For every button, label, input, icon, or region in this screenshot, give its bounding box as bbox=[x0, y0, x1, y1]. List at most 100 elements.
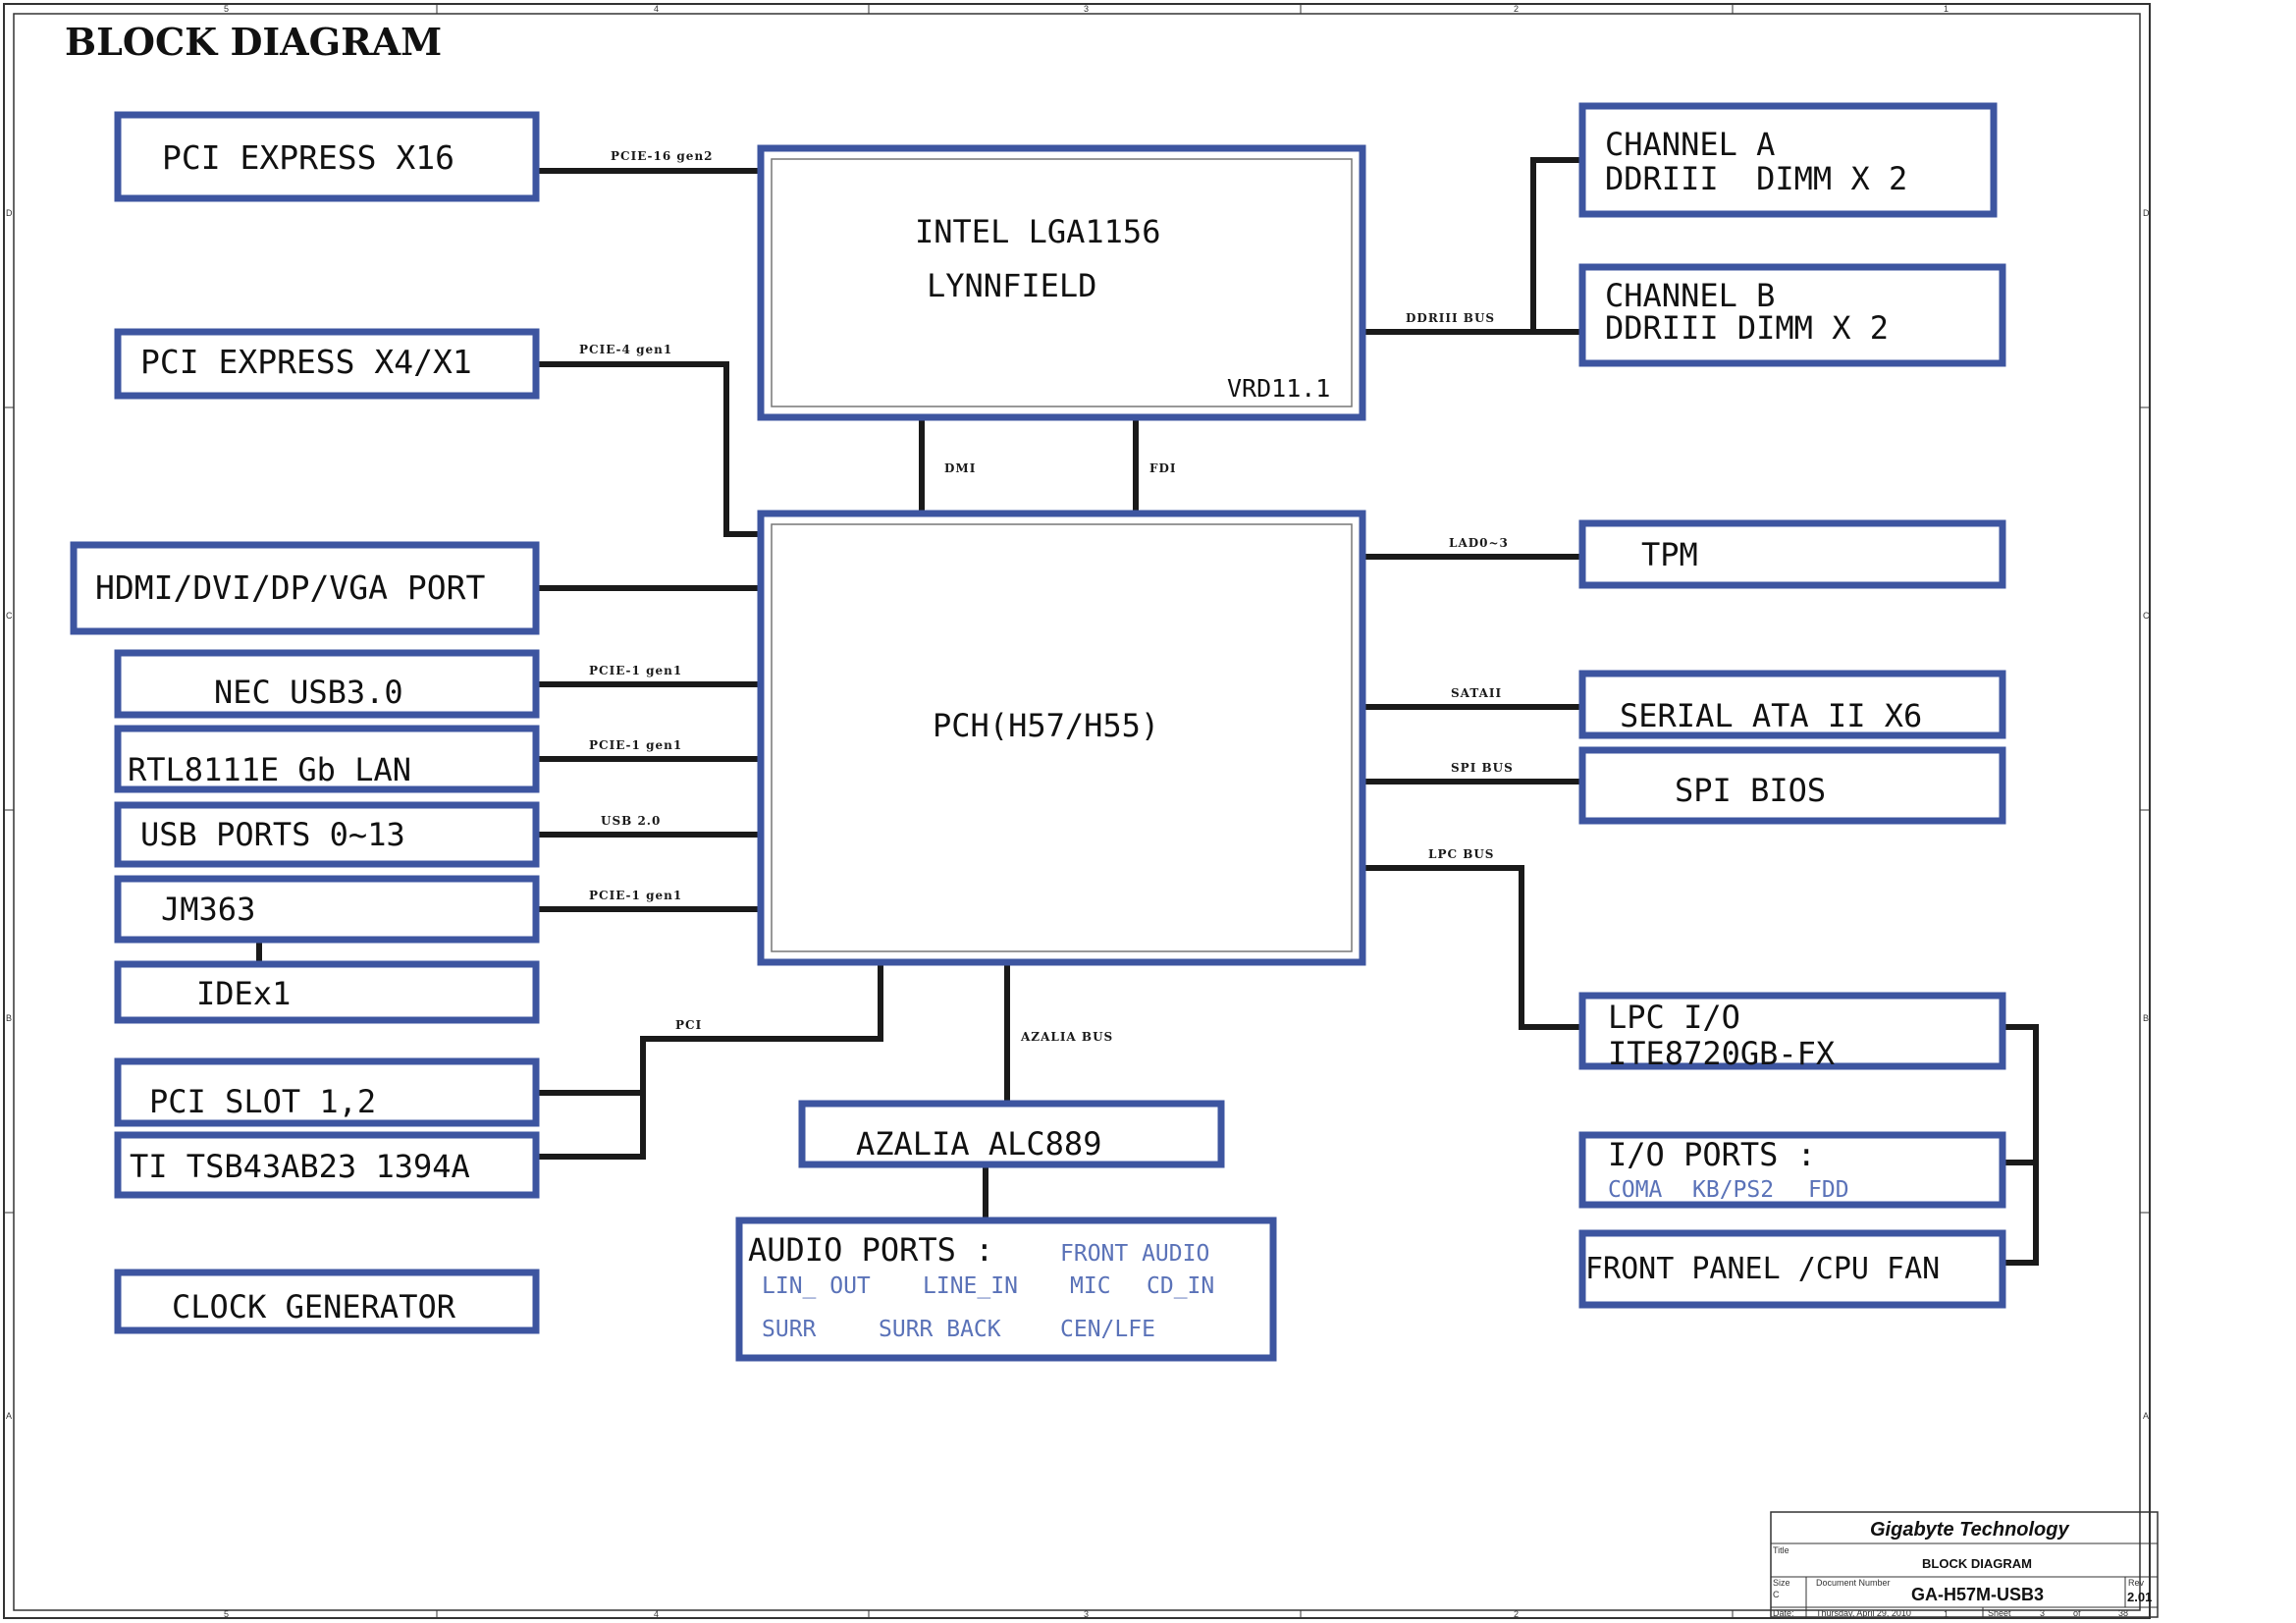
tb-rev: 2.01 bbox=[2127, 1590, 2152, 1604]
cpu-vrd-label: VRD11.1 bbox=[1227, 374, 1330, 403]
tb-doc: GA-H57M-USB3 bbox=[1911, 1585, 2044, 1604]
row-label: C bbox=[6, 611, 13, 621]
pcie4-label: PCI EXPRESS X4/X1 bbox=[140, 343, 472, 381]
clock-gen-label: CLOCK GENERATOR bbox=[172, 1288, 456, 1325]
io-ports-label: I/O PORTS : bbox=[1608, 1136, 1816, 1173]
lpc-io-box bbox=[1578, 992, 2006, 1070]
bus-label-usb: USB 2.0 bbox=[601, 814, 661, 828]
bus-label-fdi: FDI bbox=[1149, 461, 1177, 475]
col-label: 2 bbox=[1514, 4, 1519, 14]
col-label: 1 bbox=[1944, 1609, 1949, 1619]
bus-label-azalia: AZALIA BUS bbox=[1020, 1030, 1113, 1044]
pcie16-box bbox=[114, 111, 540, 202]
hdmi-box bbox=[70, 541, 540, 635]
audio-ports-label: AUDIO PORTS : bbox=[748, 1231, 993, 1269]
title-block-frame bbox=[1770, 1511, 2159, 1618]
row-label: D bbox=[6, 208, 13, 218]
cpu-inner-box bbox=[771, 158, 1353, 407]
row-label: D bbox=[2143, 208, 2150, 218]
bus-label-rtl: PCIE-1 gen1 bbox=[589, 738, 682, 752]
tb-sheet-label: Sheet bbox=[1988, 1608, 2011, 1618]
wire-lpc bbox=[1362, 865, 1582, 1030]
col-label: 2 bbox=[1514, 1609, 1519, 1619]
wire-ddr-a bbox=[1530, 157, 1582, 335]
azalia-label: AZALIA ALC889 bbox=[856, 1125, 1101, 1163]
usb-ports-label: USB PORTS 0~13 bbox=[140, 816, 405, 853]
tb-rev-label: Rev bbox=[2128, 1578, 2145, 1588]
col-label: 4 bbox=[654, 1609, 659, 1619]
row-label: A bbox=[6, 1411, 12, 1421]
wires bbox=[256, 157, 2039, 1266]
channel-b-box bbox=[1578, 263, 2006, 367]
audio-ports-box bbox=[735, 1217, 1277, 1362]
hdmi-label: HDMI/DVI/DP/VGA PORT bbox=[95, 568, 485, 607]
tb-title: BLOCK DIAGRAM bbox=[1922, 1556, 2032, 1571]
clock-gen-box bbox=[114, 1269, 540, 1334]
inner-frame bbox=[13, 13, 2141, 1611]
tb-company: Gigabyte Technology bbox=[1870, 1519, 2069, 1541]
col-label: 1 bbox=[1944, 4, 1949, 14]
jm363-label: JM363 bbox=[161, 891, 255, 928]
tb-size-label: Size bbox=[1773, 1578, 1790, 1588]
right-blocks: CHANNEL A DDRIII DIMM X 2 CHANNEL B DDRI… bbox=[1578, 102, 2006, 1309]
row-label: A bbox=[2143, 1411, 2149, 1421]
lpc-io-line2: ITE8720GB-FX bbox=[1608, 1035, 1835, 1072]
nec-usb3-box bbox=[114, 649, 540, 719]
channel-b-line2: DDRIII DIMM X 2 bbox=[1605, 309, 1889, 347]
row-label: C bbox=[2143, 611, 2150, 621]
audio-lin-out-label: LIN_ OUT bbox=[762, 1273, 871, 1299]
page-title: BLOCK DIAGRAM bbox=[65, 20, 442, 64]
col-label: 5 bbox=[224, 1609, 229, 1619]
bus-label-lad: LAD0~3 bbox=[1449, 536, 1509, 550]
channel-a-line2: DDRIII DIMM X 2 bbox=[1605, 160, 1907, 197]
io-fdd-label: FDD bbox=[1808, 1177, 1849, 1203]
lpc-io-line1: LPC I/O bbox=[1608, 999, 1740, 1036]
audio-front-label: FRONT AUDIO bbox=[1060, 1241, 1209, 1267]
bus-label-spi: SPI BUS bbox=[1451, 761, 1514, 775]
ide-box bbox=[114, 960, 540, 1024]
audio-cen-lfe-label: CEN/LFE bbox=[1060, 1317, 1155, 1342]
lan-box bbox=[114, 725, 540, 793]
row-label: B bbox=[2143, 1013, 2149, 1023]
tb-date: Thursday, April 29, 2010 bbox=[1816, 1608, 1911, 1618]
tb-title-label: Title bbox=[1773, 1545, 1789, 1555]
channel-b-line1: CHANNEL B bbox=[1605, 277, 1775, 314]
io-kb-label: KB/PS2 bbox=[1692, 1177, 1774, 1203]
ti-1394-label: TI TSB43AB23 1394A bbox=[130, 1148, 470, 1185]
front-panel-label: FRONT PANEL /CPU FAN bbox=[1585, 1252, 1940, 1286]
sata-box bbox=[1578, 670, 2006, 739]
tb-sheet: 3 bbox=[2040, 1608, 2045, 1618]
col-label: 3 bbox=[1084, 4, 1089, 14]
bus-label-lpc: LPC BUS bbox=[1428, 847, 1494, 861]
col-label: 5 bbox=[224, 4, 229, 14]
wire-superio bbox=[2002, 1024, 2039, 1266]
nec-usb3-label: NEC USB3.0 bbox=[214, 674, 403, 711]
cpu-outer-box bbox=[757, 144, 1366, 421]
cpu-label-line2: LYNNFIELD bbox=[927, 267, 1096, 304]
tb-doc-label: Document Number bbox=[1816, 1578, 1891, 1588]
left-blocks: PCI EXPRESS X16 PCI EXPRESS X4/X1 HDMI/D… bbox=[70, 111, 540, 1334]
col-label: 3 bbox=[1084, 1609, 1089, 1619]
bus-label-pci: PCI bbox=[675, 1018, 702, 1032]
tb-date-label: Date: bbox=[1773, 1608, 1794, 1618]
tb-of: 38 bbox=[2118, 1608, 2128, 1618]
cpu-block: INTEL LGA1156 LYNNFIELD VRD11.1 bbox=[757, 144, 1366, 421]
ide-label: IDEx1 bbox=[196, 975, 291, 1012]
bus-label-jm: PCIE-1 gen1 bbox=[589, 889, 682, 902]
bus-label-pcie16: PCIE-16 gen2 bbox=[611, 149, 714, 163]
tb-of-label: of bbox=[2073, 1608, 2081, 1618]
bus-label-nec: PCIE-1 gen1 bbox=[589, 664, 682, 677]
front-panel-box bbox=[1578, 1229, 2006, 1309]
tb-size: C bbox=[1773, 1590, 1780, 1599]
jm363-box bbox=[114, 875, 540, 944]
pcie16-label: PCI EXPRESS X16 bbox=[162, 138, 454, 177]
tpm-box bbox=[1578, 519, 2006, 589]
audio-line-in-label: LINE_IN bbox=[923, 1273, 1018, 1299]
row-label: B bbox=[6, 1013, 12, 1023]
channel-a-box bbox=[1578, 102, 1998, 218]
outer-frame bbox=[3, 3, 2151, 1619]
lan-label: RTL8111E Gb LAN bbox=[128, 751, 411, 788]
io-coma-label: COMA bbox=[1608, 1177, 1663, 1203]
spi-bios-label: SPI BIOS bbox=[1675, 772, 1826, 809]
pch-block: PCH(H57/H55) bbox=[757, 510, 1366, 966]
